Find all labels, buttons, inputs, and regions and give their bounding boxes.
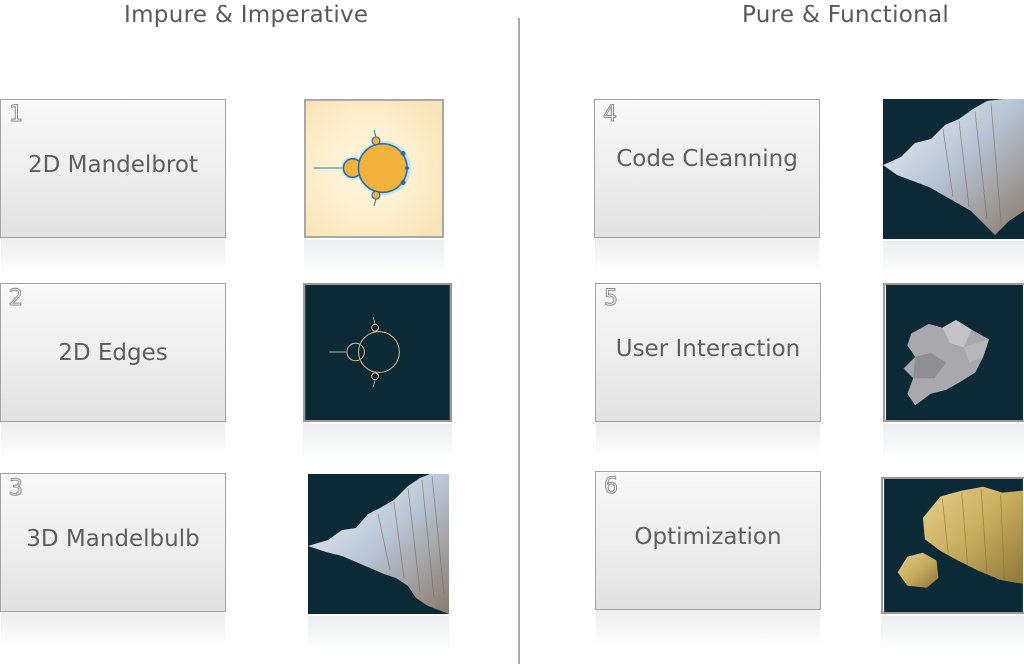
optimization-reflection	[881, 616, 1024, 652]
code-cleanning-image	[883, 99, 1024, 239]
code-cleanning-reflection	[883, 241, 1024, 277]
edges-2d-reflection	[303, 424, 452, 460]
mandelbulb-3d-reflection	[308, 616, 449, 652]
left-section-heading: Impure & Imperative	[124, 2, 369, 28]
step-card-2d-edges[interactable]: 2 2D Edges	[0, 283, 226, 458]
edges-2d-image	[303, 283, 452, 422]
step-card-code-cleanning[interactable]: 4 Code Cleanning	[594, 99, 820, 274]
step-title: 3D Mandelbulb	[26, 526, 200, 552]
optimization-image	[881, 477, 1024, 614]
mandelbrot-2d-image	[304, 99, 444, 238]
step-title: Optimization	[634, 524, 782, 550]
step-card-user-interaction[interactable]: 5 User Interaction	[595, 283, 821, 458]
mandelbulb-3d-image	[308, 474, 449, 614]
step-card-2d-mandelbrot[interactable]: 1 2D Mandelbrot	[0, 99, 226, 274]
step-title: 2D Edges	[58, 340, 168, 366]
step-number: 5	[604, 286, 619, 312]
step-card-3d-mandelbulb[interactable]: 3 3D Mandelbulb	[0, 473, 226, 648]
mandelbrot-2d-reflection	[304, 240, 444, 276]
step-title: User Interaction	[615, 336, 801, 362]
section-divider	[518, 18, 520, 664]
step-number: 1	[9, 102, 24, 128]
user-interaction-image	[883, 283, 1024, 422]
step-number: 6	[604, 474, 619, 500]
step-title: Code Cleanning	[616, 146, 798, 172]
user-interaction-reflection	[883, 424, 1024, 460]
step-number: 3	[9, 476, 24, 502]
step-number: 4	[603, 102, 618, 128]
step-title: 2D Mandelbrot	[28, 152, 198, 178]
right-section-heading: Pure & Functional	[742, 2, 950, 28]
step-number: 2	[9, 286, 24, 312]
step-card-optimization[interactable]: 6 Optimization	[595, 471, 821, 646]
